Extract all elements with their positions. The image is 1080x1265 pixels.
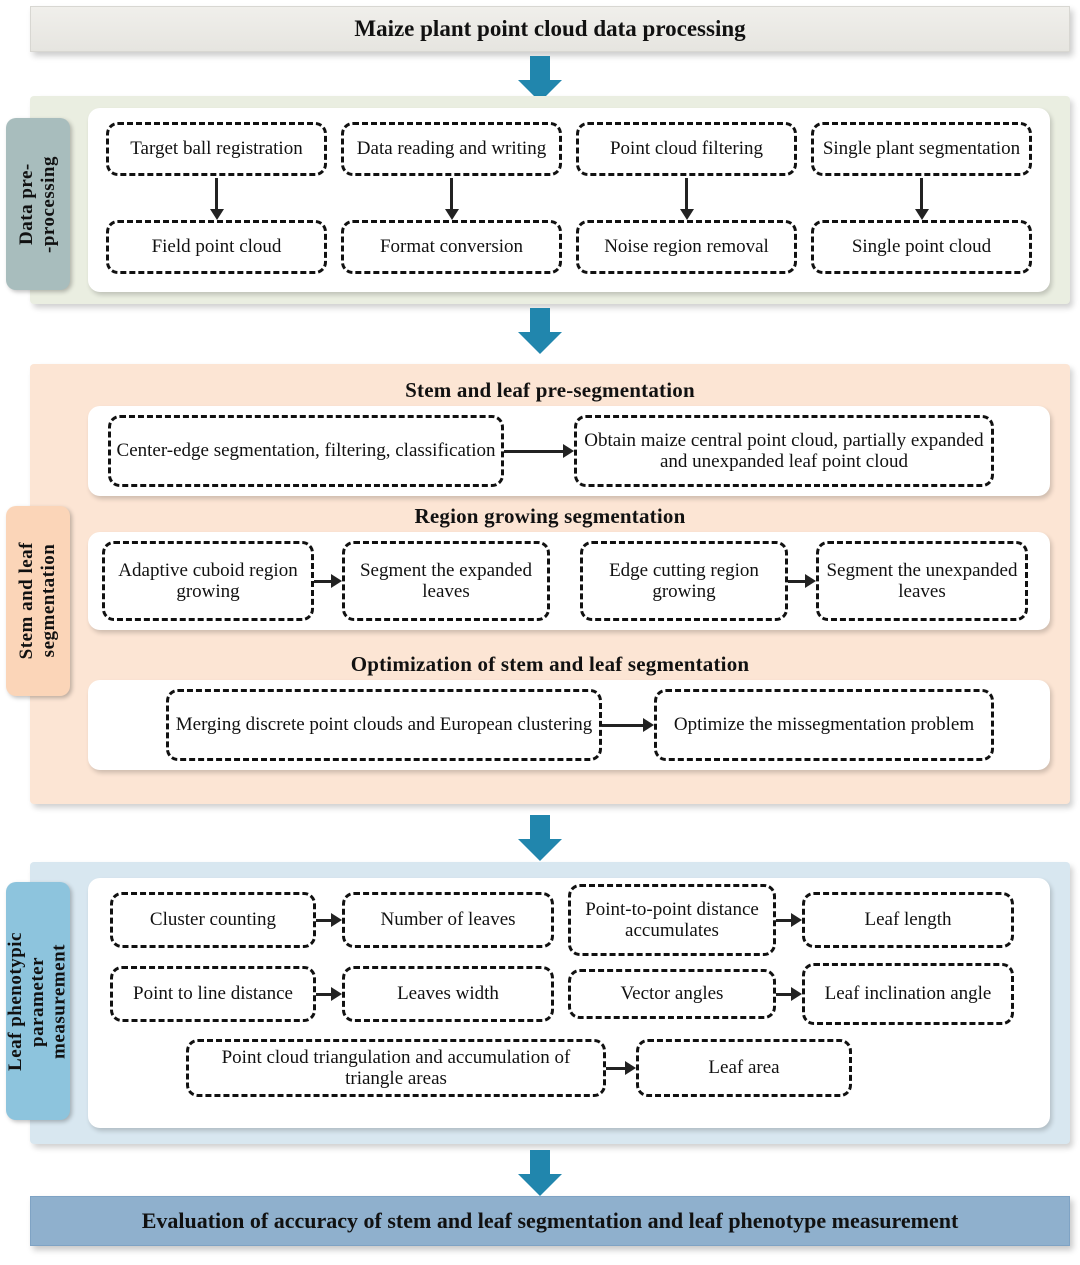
node-segment-unexpanded-leaves[interactable]: Segment the unexpanded leaves — [816, 541, 1028, 621]
panel-pre-segmentation: Center-edge segmentation, filtering, cla… — [88, 406, 1050, 496]
section-stem-leaf-segmentation: Stem and leaf pre-segmentation Center-ed… — [30, 364, 1070, 804]
arrow-right-icon — [316, 913, 342, 927]
subsection-title-region-growing: Region growing segmentation — [414, 504, 686, 528]
node-single-point-cloud[interactable]: Single point cloud — [811, 220, 1032, 274]
evaluation-title: Evaluation of accuracy of stem and leaf … — [141, 1208, 959, 1233]
arrow-right-icon — [316, 987, 342, 1001]
arrow-right-icon — [504, 444, 574, 458]
page-title-bar: Maize plant point cloud data processing — [30, 6, 1070, 52]
arrow-down-icon — [512, 308, 568, 354]
panel-optimization: Merging discrete point clouds and Europe… — [88, 680, 1050, 770]
optimization-row: Merging discrete point clouds and Europe… — [166, 689, 994, 761]
phenotype-row-1: Cluster counting Number of leaves Point-… — [110, 884, 1028, 956]
node-single-plant-segmentation[interactable]: Single plant segmentation — [811, 122, 1032, 176]
node-merging-discrete-point-clouds[interactable]: Merging discrete point clouds and Europe… — [166, 689, 602, 761]
section-tab-leaf-phenotypic-measurement: Leaf phenotypic parameter measurement — [5, 882, 70, 1120]
section-tab-label-leaf-phenotypic-measurement: Leaf phenotypic parameter measurement — [5, 931, 70, 1071]
subsection-title-pre-segmentation: Stem and leaf pre-segmentation — [405, 378, 695, 402]
node-number-of-leaves[interactable]: Number of leaves — [342, 892, 554, 948]
node-format-conversion[interactable]: Format conversion — [341, 220, 562, 274]
node-point-cloud-filtering[interactable]: Point cloud filtering — [576, 122, 797, 176]
arrow-right-icon — [602, 718, 654, 732]
arrow-right-icon — [776, 987, 802, 1001]
node-edge-cutting-region-growing[interactable]: Edge cutting region growing — [580, 541, 788, 621]
arrow-right-icon — [776, 913, 802, 927]
node-obtain-maize-central-point-cloud[interactable]: Obtain maize central point cloud, partia… — [574, 415, 994, 487]
node-adaptive-cuboid-region-growing[interactable]: Adaptive cuboid region growing — [102, 541, 314, 621]
arrow-down-icon — [444, 178, 459, 220]
evaluation-bar: Evaluation of accuracy of stem and leaf … — [30, 1196, 1070, 1246]
flow-arrow-3 — [0, 815, 1080, 861]
arrow-right-icon — [606, 1061, 636, 1075]
node-leaf-area[interactable]: Leaf area — [636, 1039, 852, 1097]
arrow-down-icon — [679, 178, 694, 220]
node-center-edge-segmentation[interactable]: Center-edge segmentation, filtering, cla… — [108, 415, 504, 487]
node-point-cloud-triangulation[interactable]: Point cloud triangulation and accumulati… — [186, 1039, 606, 1097]
node-data-reading-and-writing[interactable]: Data reading and writing — [341, 122, 562, 176]
region-growing-row: Adaptive cuboid region growing Segment t… — [102, 541, 1036, 621]
arrow-right-icon — [788, 574, 816, 588]
phenotype-row-2: Point to line distance Leaves width Vect… — [110, 962, 1028, 1026]
panel-leaf-phenotypic-measurement: Cluster counting Number of leaves Point-… — [88, 878, 1050, 1128]
node-point-to-point-distance-accumulates[interactable]: Point-to-point distance accumulates — [568, 884, 776, 956]
node-optimize-missegmentation-problem[interactable]: Optimize the missegmentation problem — [654, 689, 994, 761]
preprocessing-row-bottom: Field point cloud Format conversion Nois… — [106, 220, 1032, 274]
section-tab-stem-leaf-segmentation: Stem and leaf segmentation — [6, 506, 70, 696]
node-noise-region-removal[interactable]: Noise region removal — [576, 220, 797, 274]
node-segment-expanded-leaves[interactable]: Segment the expanded leaves — [342, 541, 550, 621]
arrow-down-icon — [209, 178, 224, 220]
section-data-preprocessing: Target ball registration Data reading an… — [30, 96, 1070, 304]
flow-arrow-4 — [0, 1150, 1080, 1196]
arrow-down-icon — [512, 1150, 568, 1196]
pre-segmentation-row: Center-edge segmentation, filtering, cla… — [108, 415, 1030, 487]
section-tab-label-data-preprocessing: Data pre- -processing — [16, 155, 59, 253]
section-leaf-phenotypic-measurement: Cluster counting Number of leaves Point-… — [30, 862, 1070, 1144]
panel-region-growing: Adaptive cuboid region growing Segment t… — [88, 532, 1050, 630]
phenotype-row-3: Point cloud triangulation and accumulati… — [186, 1036, 946, 1100]
node-leaves-width[interactable]: Leaves width — [342, 966, 554, 1022]
subsection-title-optimization: Optimization of stem and leaf segmentati… — [350, 652, 750, 676]
preprocessing-row-top: Target ball registration Data reading an… — [106, 122, 1032, 176]
panel-data-preprocessing: Target ball registration Data reading an… — [88, 108, 1050, 292]
section-tab-data-preprocessing: Data pre- -processing — [6, 118, 70, 290]
section-tab-label-stem-leaf-segmentation: Stem and leaf segmentation — [16, 542, 59, 660]
node-leaf-length[interactable]: Leaf length — [802, 892, 1014, 948]
arrow-down-icon — [914, 178, 929, 220]
arrow-right-icon — [314, 574, 342, 588]
node-field-point-cloud[interactable]: Field point cloud — [106, 220, 327, 274]
node-vector-angles[interactable]: Vector angles — [568, 969, 776, 1019]
node-leaf-inclination-angle[interactable]: Leaf inclination angle — [802, 963, 1014, 1025]
arrow-down-icon — [512, 815, 568, 861]
preprocessing-connectors — [106, 178, 1032, 220]
node-cluster-counting[interactable]: Cluster counting — [110, 892, 316, 948]
node-target-ball-registration[interactable]: Target ball registration — [106, 122, 327, 176]
page-title: Maize plant point cloud data processing — [354, 16, 746, 41]
node-point-to-line-distance[interactable]: Point to line distance — [110, 966, 316, 1022]
flow-arrow-2 — [0, 308, 1080, 354]
